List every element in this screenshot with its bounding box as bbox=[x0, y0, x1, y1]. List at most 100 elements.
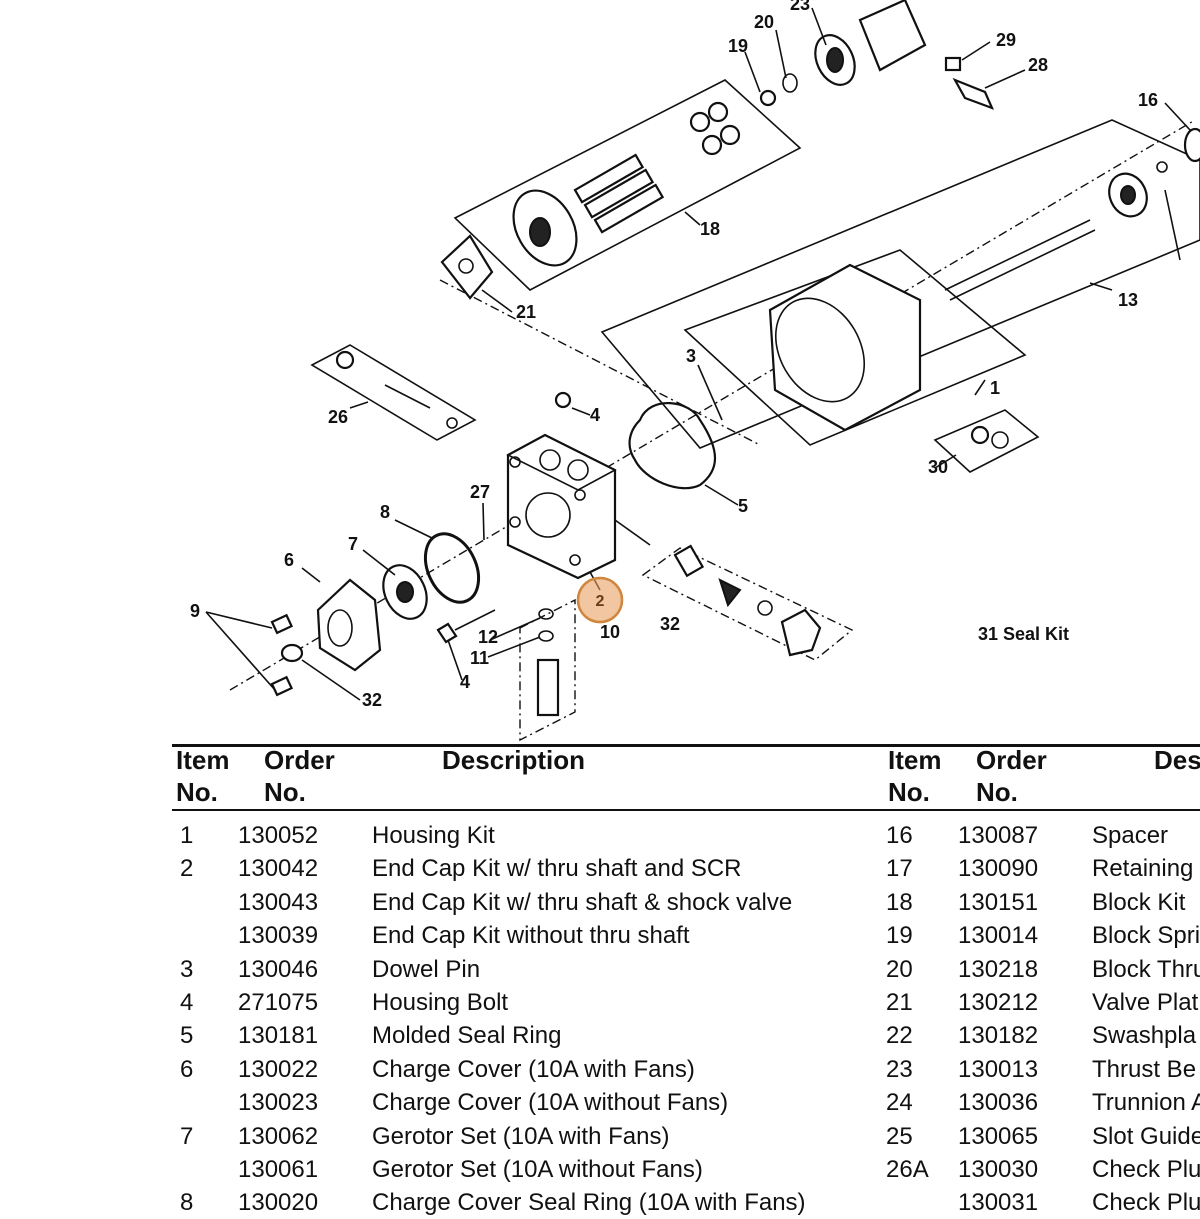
leader-lines bbox=[205, 7, 1191, 701]
highlight-marker[interactable]: 2 bbox=[576, 576, 624, 624]
header-item-text: Item bbox=[888, 745, 942, 775]
item-cell: 7 bbox=[180, 1122, 194, 1150]
callout-label: 7 bbox=[348, 534, 358, 554]
description-cell: Spacer bbox=[1092, 822, 1169, 849]
header-order-text: Order bbox=[264, 745, 335, 775]
description-cell: Check Plu bbox=[1092, 1189, 1200, 1217]
description-cell: Dowel Pin bbox=[372, 955, 481, 983]
table-row: 22 130182 Swashpla bbox=[172, 1019, 1200, 1052]
description-cell: End Cap Kit without thru shaft bbox=[372, 922, 690, 950]
callout-label: 27 bbox=[470, 482, 490, 502]
table-row: 4 271075 Housing Bolt bbox=[172, 986, 1200, 1019]
description-cell: Housing Bolt bbox=[372, 989, 509, 1016]
header-order-no: Order No. bbox=[264, 744, 335, 808]
table-row: 3 130046 Dowel Pin bbox=[172, 953, 1200, 986]
callout-label: 13 bbox=[1118, 290, 1138, 310]
header-description: Description bbox=[442, 745, 586, 775]
header-no-text: No. bbox=[976, 777, 1018, 807]
table-row: 23 130013 Thrust Be bbox=[172, 1053, 1200, 1086]
housing-shaft-group bbox=[600, 119, 1200, 473]
description-cell: Slot Guide bbox=[1092, 1122, 1200, 1150]
molded-seal-ring-part bbox=[628, 402, 717, 490]
description-cell: Thrust Be bbox=[1092, 1055, 1197, 1083]
callout-label: 12 bbox=[478, 627, 498, 647]
item-cell: 19 bbox=[886, 922, 913, 950]
order-cell: 130182 bbox=[958, 1022, 1039, 1050]
table-row: 130023 Charge Cover (10A without Fans) bbox=[172, 1086, 1200, 1119]
order-cell: 130181 bbox=[238, 1022, 319, 1050]
item-cell: 4 bbox=[180, 989, 194, 1016]
callout-label: 3 bbox=[686, 346, 696, 366]
callout-label: 26 bbox=[328, 407, 348, 427]
header-item-text: Item bbox=[176, 745, 230, 775]
end-cap-part bbox=[506, 433, 617, 580]
callout-label: 8 bbox=[380, 502, 390, 522]
order-cell: 130013 bbox=[958, 1055, 1039, 1083]
header-description-right: Des bbox=[1154, 745, 1200, 775]
order-cell: 130090 bbox=[958, 855, 1039, 883]
callout-labels: 19 20 23 29 28 16 18 21 13 3 1 30 26 4 5… bbox=[190, 0, 1158, 710]
plug-part bbox=[554, 391, 572, 409]
lower-parts-group bbox=[436, 598, 576, 742]
callout-label: 32 bbox=[362, 690, 382, 710]
item-cell: 3 bbox=[180, 955, 194, 983]
description-cell: Block Spri bbox=[1092, 922, 1200, 950]
header-item-no: Item No. bbox=[176, 744, 229, 808]
description-cell: End Cap Kit w/ thru shaft & shock valve bbox=[372, 888, 793, 916]
item-cell: 23 bbox=[886, 1055, 913, 1083]
callout-label: 16 bbox=[1138, 90, 1158, 110]
item-cell: 18 bbox=[886, 888, 913, 916]
order-cell: 130042 bbox=[238, 855, 319, 883]
secondary-axis-line bbox=[439, 279, 761, 446]
description-cell: Charge Cover (10A without Fans) bbox=[372, 1089, 729, 1117]
description-cell: Retaining bbox=[1092, 855, 1194, 883]
item-cell: 2 bbox=[180, 855, 194, 883]
order-cell: 130043 bbox=[238, 888, 319, 916]
callout-label: 29 bbox=[996, 30, 1016, 50]
order-cell: 130052 bbox=[238, 822, 319, 849]
header-order-no-right: Order No. bbox=[976, 744, 1047, 808]
center-axis-line bbox=[229, 119, 1196, 691]
item-cell: 22 bbox=[886, 1022, 913, 1050]
order-cell: 271075 bbox=[238, 989, 319, 1016]
check-plug-group bbox=[310, 344, 477, 441]
header-no-text: No. bbox=[888, 777, 930, 807]
description-cell: Swashpla bbox=[1092, 1022, 1197, 1050]
callout-label: 9 bbox=[190, 601, 200, 621]
callout-label: 6 bbox=[284, 550, 294, 570]
item-cell: 1 bbox=[180, 822, 194, 849]
callout-label: 1 bbox=[990, 378, 1000, 398]
item-cell: 5 bbox=[180, 1022, 194, 1050]
order-cell: 130062 bbox=[238, 1122, 319, 1150]
callout-label: 28 bbox=[1028, 55, 1048, 75]
order-cell: 130022 bbox=[238, 1055, 319, 1083]
description-cell: Gerotor Set (10A without Fans) bbox=[372, 1156, 703, 1183]
item-cell: 24 bbox=[886, 1089, 913, 1117]
description-cell: End Cap Kit w/ thru shaft and SCR bbox=[372, 855, 742, 883]
order-cell: 130046 bbox=[238, 955, 319, 983]
description-cell: Check Plu bbox=[1092, 1156, 1200, 1183]
order-cell: 130023 bbox=[238, 1089, 319, 1117]
order-cell: 130036 bbox=[958, 1089, 1039, 1117]
order-cell: 130014 bbox=[958, 922, 1039, 950]
callout-label: 30 bbox=[928, 457, 948, 477]
callout-label: 32 bbox=[660, 614, 680, 634]
description-cell: Trunnion A bbox=[1092, 1089, 1200, 1117]
table-row: 130043 End Cap Kit w/ thru shaft & shock … bbox=[172, 886, 1200, 919]
header-rule-top bbox=[172, 744, 1200, 747]
callout-label: 4 bbox=[590, 405, 600, 425]
gerotor-part bbox=[382, 564, 428, 620]
description-cell: Molded Seal Ring bbox=[372, 1022, 562, 1050]
order-cell: 130065 bbox=[958, 1122, 1039, 1150]
valve-plate-part bbox=[440, 234, 494, 300]
marker-circle[interactable] bbox=[576, 576, 624, 624]
